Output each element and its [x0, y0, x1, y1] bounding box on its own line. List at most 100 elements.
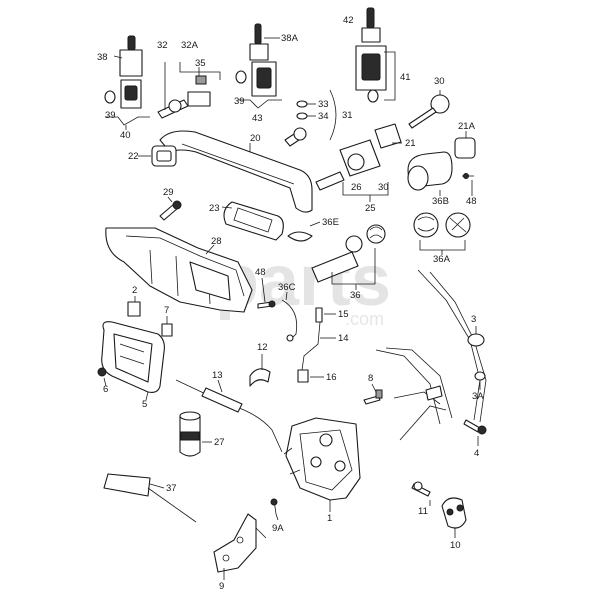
- label-12: 12: [257, 342, 268, 353]
- bolt-4-head: [477, 425, 487, 435]
- cap-21A: [454, 137, 476, 159]
- label-14: 14: [338, 333, 349, 344]
- door-handle-20: [159, 130, 313, 213]
- label-16: 16: [326, 372, 337, 383]
- o-ring: [104, 90, 116, 104]
- remote-key-42-group: [355, 7, 396, 103]
- label-27: 27: [214, 437, 225, 448]
- label-29: 29: [163, 187, 174, 198]
- o-ring-remote: [367, 89, 379, 103]
- label-21A: 21A: [458, 121, 476, 132]
- can-label: [180, 431, 200, 441]
- spring-35: [195, 75, 207, 85]
- grease-can-27: [179, 411, 212, 457]
- key-blade-38A: [254, 23, 262, 45]
- spring-34: [296, 112, 308, 120]
- label-20: 20: [250, 133, 261, 144]
- can-top: [179, 411, 201, 421]
- lock-cylinder-32A: [187, 91, 211, 107]
- lock-36B-group: [407, 151, 474, 196]
- lock-32-group: [157, 62, 221, 119]
- clip-12-body: [249, 368, 271, 387]
- key-housing: [119, 49, 143, 77]
- clip-2: [127, 301, 141, 317]
- striker-plate-10: [441, 497, 467, 529]
- cap-21: [374, 123, 402, 149]
- handle-recess: [113, 333, 153, 383]
- key-38-group: [104, 35, 150, 130]
- callout-labels: 38 32 32A 35 39 40 38A 39 43 42 41 30 31…: [97, 15, 484, 592]
- label-36A: 36A: [433, 254, 451, 265]
- clip-7: [161, 323, 173, 337]
- label-48-mid: 48: [255, 267, 266, 278]
- label-34: 34: [318, 111, 329, 122]
- label-11: 11: [418, 506, 428, 517]
- cylinder-ring-36: [345, 235, 363, 253]
- label-25: 25: [365, 203, 376, 214]
- watermark-sub: .com: [345, 309, 384, 329]
- key-30: [408, 90, 450, 129]
- label-7: 7: [164, 305, 169, 316]
- bracket-9-plate: [213, 513, 257, 573]
- plug-3A: [474, 371, 486, 381]
- label-30-mid: 30: [378, 182, 389, 193]
- tag-body: [103, 473, 151, 497]
- barrel-shaft: [315, 171, 345, 191]
- lock-gear: [319, 433, 333, 447]
- plugs-3: [467, 326, 486, 390]
- plug-3: [467, 333, 485, 347]
- label-36C: 36C: [278, 282, 296, 293]
- key-blade-42: [366, 7, 375, 29]
- label-26: 26: [351, 182, 362, 193]
- key-38A-group: [235, 23, 282, 109]
- key-head-42: [361, 27, 381, 43]
- striker-slot: [425, 385, 443, 401]
- key-blade: [127, 35, 136, 51]
- screw-48-mid: [257, 277, 276, 309]
- barrel-face: [347, 153, 365, 171]
- label-43: 43: [252, 113, 263, 124]
- label-9: 9: [219, 581, 224, 592]
- label-9A: 9A: [272, 523, 284, 534]
- spring-36: [366, 224, 386, 244]
- striker-bolt-4: [463, 419, 487, 446]
- remote-button-pad: [361, 53, 381, 81]
- clip-12: [249, 354, 271, 387]
- clip-36E: [287, 221, 321, 242]
- label-41: 41: [400, 72, 411, 83]
- key-31-bow: [293, 127, 307, 141]
- label-15: 15: [338, 309, 349, 320]
- label-39-left: 39: [105, 110, 116, 121]
- label-39-mid: 39: [234, 96, 245, 107]
- handle-carrier-28: [105, 227, 253, 313]
- key-head-38A: [249, 43, 269, 61]
- label-4: 4: [474, 448, 479, 459]
- cylinder-shaft-36: [311, 251, 359, 283]
- gasket-outer: [223, 201, 284, 241]
- lock-cylinder-36: [311, 224, 386, 290]
- label-37: 37: [166, 483, 177, 494]
- label-42: 42: [343, 15, 354, 26]
- o-ring-39: [235, 70, 247, 84]
- cable-13: [175, 379, 283, 453]
- gasket-23: [221, 201, 284, 241]
- label-31: 31: [342, 110, 353, 121]
- label-28: 28: [211, 236, 222, 247]
- key-shaft-30: [408, 107, 437, 129]
- door-lock-1: [283, 417, 361, 512]
- screw-6: [97, 367, 107, 377]
- label-8: 8: [368, 373, 373, 384]
- screw-8: [363, 383, 383, 405]
- handle-body: [159, 130, 313, 213]
- label-13: 13: [212, 370, 223, 381]
- bushing-15: [315, 307, 323, 323]
- label-32: 32: [157, 40, 168, 51]
- label-36E: 36E: [322, 217, 339, 228]
- label-2: 2: [132, 285, 137, 296]
- label-1: 1: [327, 513, 332, 524]
- rod-36C: [281, 291, 298, 342]
- tag-37: [103, 473, 197, 523]
- key-ring: [168, 99, 182, 113]
- label-6: 6: [103, 384, 108, 395]
